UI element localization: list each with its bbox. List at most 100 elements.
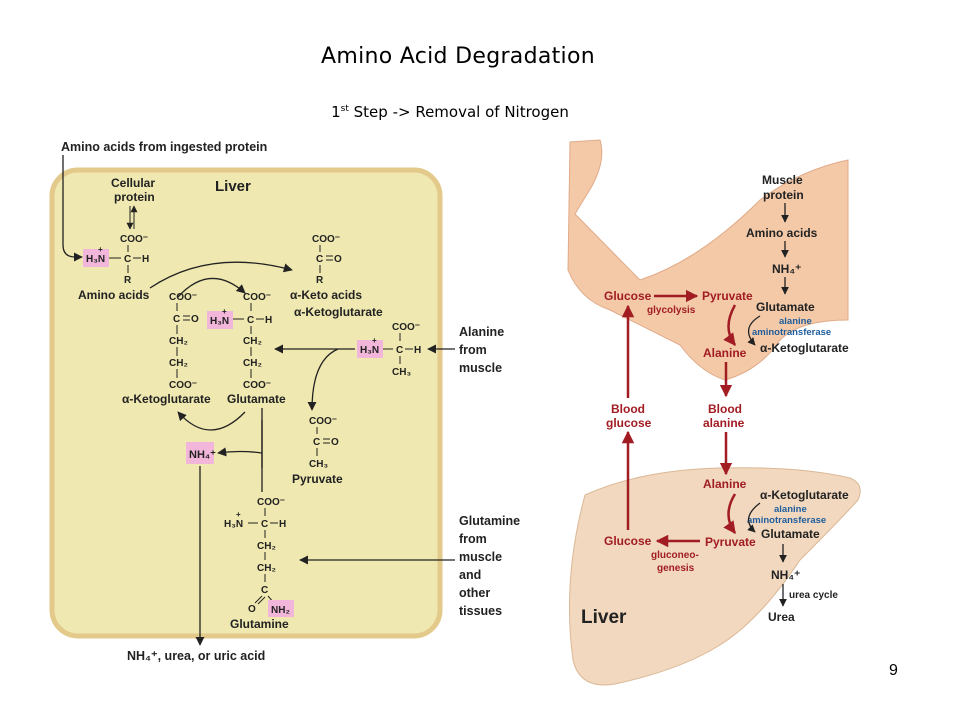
gln-nh2: NH₂ (271, 605, 290, 616)
nh4-right-top: NH₄⁺ (772, 262, 801, 276)
glu-plus: + (222, 307, 227, 316)
gluconeogenesis-2: genesis (657, 563, 695, 574)
liver-panel (49, 167, 443, 639)
pyruvate-top: Pyruvate (702, 289, 753, 303)
glycolysis-label: glycolysis (647, 305, 696, 316)
cellular-protein-2: protein (114, 190, 155, 204)
alanine-to-pyruvate-arrow (307, 348, 339, 411)
glu-c: C (247, 315, 254, 326)
glutamine-src-2: from (459, 532, 487, 546)
gluconeogenesis-1: gluconeo- (651, 550, 699, 561)
nh4-bottom: NH₄⁺ (771, 568, 800, 582)
glutamine-src-4: and (459, 568, 481, 582)
ketoglutarate-label-left: α-Ketoglutarate (122, 392, 211, 406)
aa-plus: + (98, 245, 103, 254)
subtitle-prefix: 1 (331, 103, 341, 121)
keto-r: R (316, 275, 324, 286)
enzyme-top-1: alanine (779, 316, 812, 327)
kg-to-glutamate-arc (747, 502, 761, 533)
subtitle-rest: Step -> Removal of Nitrogen (348, 103, 569, 121)
page-number: 9 (889, 662, 898, 679)
gln-o: O (248, 604, 256, 615)
slide-title: Amino Acid Degradation (321, 44, 595, 69)
aa-c: C (124, 254, 131, 265)
subtitle-sup: st (340, 104, 349, 114)
gln-h3n: H₃N (224, 519, 243, 530)
glutamine-label-left: Glutamine (230, 617, 289, 631)
gln-h: H (279, 519, 286, 530)
alanine-from-muscle-1: Alanine (459, 325, 504, 339)
alanine-bottom: Alanine (703, 477, 747, 491)
aa-coo: COO⁻ (120, 234, 148, 245)
ketoglutarate-bottom: α-Ketoglutarate (760, 488, 849, 502)
blood-alanine-1: Blood (708, 402, 742, 416)
blood-alanine-2: alanine (703, 416, 745, 430)
amino-acids-label: Amino acids (78, 288, 150, 302)
kg-c: C (173, 314, 180, 325)
ketoglutarate-structure: COO⁻ C O CH₂ CH₂ COO⁻ (169, 292, 199, 391)
alanine-to-pyruvate-arc (723, 493, 737, 535)
kg-coo-1: COO⁻ (169, 292, 197, 303)
footer-label: NH₄⁺, urea, or uric acid (127, 649, 265, 663)
keto-acids-label: α-Keto acids (290, 288, 362, 302)
ala-coo: COO⁻ (392, 322, 420, 333)
gln-c-bottom: C (261, 585, 268, 596)
cycle-arc-top (177, 277, 246, 298)
ala-h3n: H₃N (360, 345, 379, 356)
glutamine-structure: COO⁻ H₃N + C H CH₂ CH₂ C O NH₂ (224, 497, 294, 617)
alanine-from-muscle-2: from (459, 343, 487, 357)
aa-r: R (124, 275, 132, 286)
blood-glucose-1: Blood (611, 402, 645, 416)
urea-cycle-label: urea cycle (789, 590, 838, 601)
enzyme-bottom-1: alanine (774, 504, 807, 515)
muscle-protein-2: protein (763, 188, 804, 202)
ala-ch3: CH₃ (392, 367, 411, 378)
glutamine-src-6: tissues (459, 604, 502, 618)
pyruvate-label-left: Pyruvate (292, 472, 343, 486)
pyruvate-structure: COO⁻ C O CH₃ (309, 416, 339, 470)
cellular-protein-1: Cellular (111, 176, 155, 190)
glu-ch2-2: CH₂ (243, 358, 262, 369)
ketoglutarate-top: α-Ketoglutarate (760, 341, 849, 355)
pyruvate-bottom: Pyruvate (705, 535, 756, 549)
glu-h: H (265, 315, 272, 326)
nh4-highlight (186, 442, 214, 464)
glutamine-src-5: other (459, 586, 490, 600)
gln-c: C (261, 519, 268, 530)
kg-ch2-2: CH₂ (169, 358, 188, 369)
ala-plus: + (372, 336, 377, 345)
glutamate-to-kg-arc (747, 315, 761, 346)
glucose-top: Glucose (604, 289, 652, 303)
alanine-from-muscle-3: muscle (459, 361, 502, 375)
glutamine-src-3: muscle (459, 550, 502, 564)
keto-o: O (334, 254, 342, 265)
header-arrow (62, 155, 83, 262)
gln-ch2-2: CH₂ (257, 563, 276, 574)
ala-h: H (414, 345, 421, 356)
glucose-bottom: Glucose (604, 534, 652, 548)
alanine-structure: COO⁻ H₃N + C H CH₃ (357, 322, 421, 378)
glutamate-top: Glutamate (756, 300, 815, 314)
blood-glucose-2: glucose (606, 416, 652, 430)
keto-c: C (316, 254, 323, 265)
glu-h3n: H₃N (210, 316, 229, 327)
urea-label: Urea (768, 610, 795, 624)
glu-coo-2: COO⁻ (243, 380, 271, 391)
gln-plus: + (236, 510, 241, 519)
keto-coo: COO⁻ (312, 234, 340, 245)
enzyme-top-2: aminotransferase (752, 327, 831, 338)
glutamate-label-left: Glutamate (227, 392, 286, 406)
pyr-o: O (331, 437, 339, 448)
liver-label-left: Liver (215, 178, 251, 195)
pyr-c: C (313, 437, 320, 448)
glu-ch2-1: CH₂ (243, 336, 262, 347)
aa-h: H (142, 254, 149, 265)
cycle-arc-bottom (177, 411, 246, 431)
kg-coo-2: COO⁻ (169, 380, 197, 391)
ketoglutarate-label-top: α-Ketoglutarate (294, 305, 383, 319)
ala-c: C (396, 345, 403, 356)
muscle-protein-1: Muscle (762, 173, 803, 187)
alanine-top: Alanine (703, 346, 747, 360)
